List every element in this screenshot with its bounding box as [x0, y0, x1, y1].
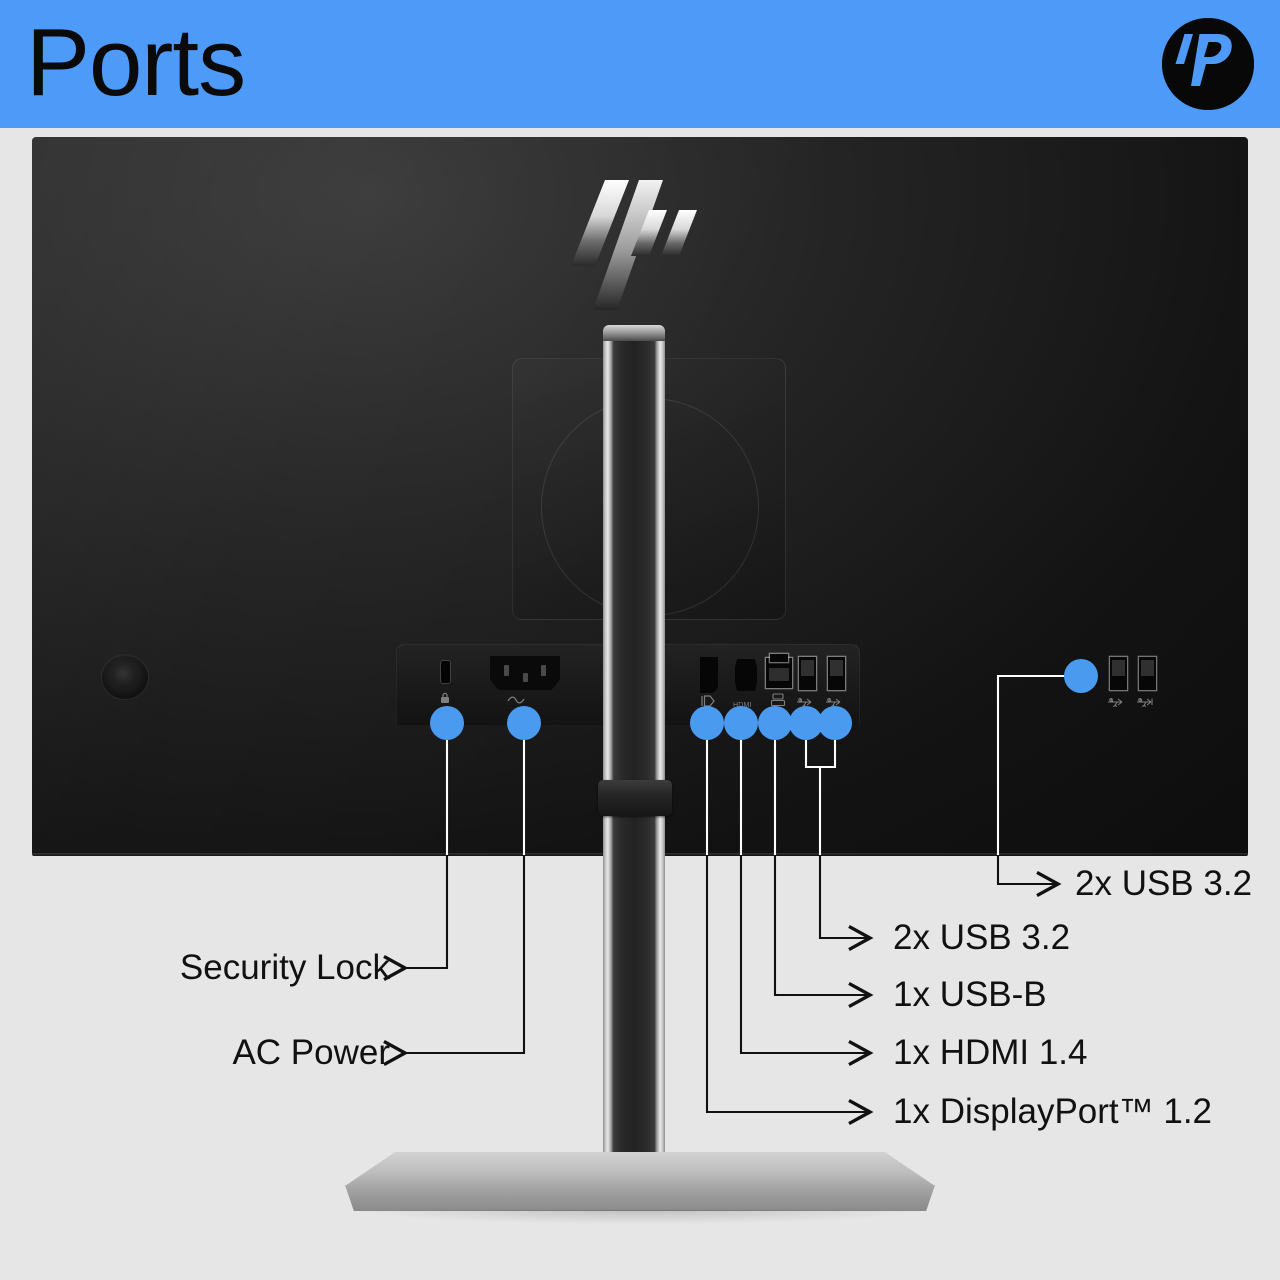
- osd-joystick-button[interactable]: [102, 655, 148, 699]
- callout-label-displayport: 1x DisplayPort™ 1.2: [893, 1092, 1213, 1131]
- callout-label-ac-power: AC Power: [232, 1033, 390, 1072]
- hp-logo-icon: [1162, 18, 1254, 110]
- callout-label-usb-b: 1x USB-B: [893, 975, 1047, 1014]
- leader-ac-power: [383, 855, 526, 1067]
- leader-usb-side: [996, 855, 1062, 898]
- callout-dot-displayport[interactable]: [690, 706, 724, 740]
- usb-b-port: [766, 654, 792, 688]
- ac-pin-left: [504, 665, 509, 676]
- usb-trident-icon: [1135, 694, 1155, 712]
- callout-dot-usb-rear-2[interactable]: [818, 706, 852, 740]
- stand-neck-top-cap: [603, 325, 665, 341]
- callout-dot-usb-side[interactable]: [1064, 659, 1098, 693]
- stand-base-front: [345, 1185, 935, 1211]
- leader-usb-rear: [818, 855, 874, 952]
- leader-security-lock: [383, 855, 449, 982]
- page-title: Ports: [26, 9, 246, 116]
- leader-displayport: [705, 855, 874, 1126]
- usb-trident-icon: [1106, 694, 1126, 712]
- ac-power-inlet: [490, 656, 560, 690]
- ac-pin-right: [541, 665, 546, 676]
- usb-trident-icon: [824, 694, 844, 712]
- usb-a-port-side-1: [1110, 657, 1127, 690]
- usb-a-port-side-2: [1139, 657, 1156, 690]
- page-header: Ports: [0, 0, 1280, 128]
- callout-label-usb-side: 2x USB 3.2: [1075, 864, 1253, 903]
- ac-power-icon: [506, 692, 526, 704]
- usb-a-port-rear-2: [828, 657, 845, 690]
- stand-base-shadow: [363, 1210, 917, 1224]
- monitor-stand-base: [345, 1152, 935, 1224]
- callout-dot-usb-b[interactable]: [758, 706, 792, 740]
- callout-label-security-lock: Security Lock: [179, 948, 390, 987]
- callout-dot-hdmi[interactable]: [724, 706, 758, 740]
- security-lock-slot: [441, 661, 450, 683]
- stand-base-top: [345, 1152, 935, 1186]
- displayport-port: [700, 657, 718, 693]
- displayport-icon: [700, 694, 717, 712]
- ac-pin-ground: [523, 673, 528, 682]
- svg-text:HDMI: HDMI: [733, 702, 752, 709]
- callout-dot-usb-rear-1[interactable]: [789, 706, 823, 740]
- callout-dot-security-lock[interactable]: [430, 706, 464, 740]
- cable-management-clip: [598, 780, 672, 816]
- usb-trident-icon: [795, 694, 815, 712]
- usb-a-port-rear-1: [799, 657, 816, 690]
- callout-dot-ac-power[interactable]: [507, 706, 541, 740]
- hdmi-port: [735, 659, 757, 691]
- monitor-stand-neck: [603, 325, 665, 1165]
- padlock-icon: [438, 691, 452, 703]
- usb-b-icon: [770, 693, 786, 712]
- leader-usb-b: [773, 855, 874, 1009]
- leader-hdmi: [739, 855, 874, 1067]
- hp-logo-silver-icon: [567, 168, 717, 323]
- callout-label-hdmi: 1x HDMI 1.4: [893, 1033, 1088, 1072]
- hdmi-icon: HDMI: [733, 696, 760, 714]
- callout-label-usb-rear: 2x USB 3.2: [893, 918, 1071, 957]
